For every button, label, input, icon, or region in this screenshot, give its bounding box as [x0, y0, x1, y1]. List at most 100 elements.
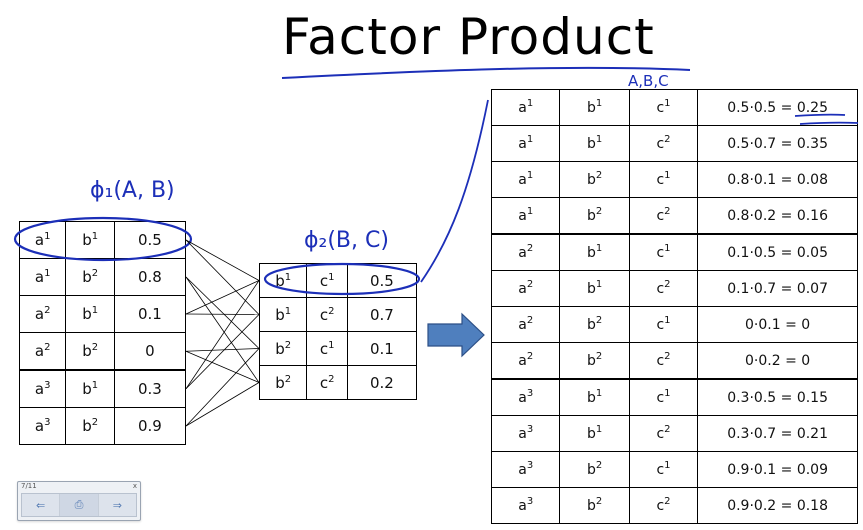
b-value: b1 — [559, 415, 630, 452]
a-value: a2 — [490, 233, 561, 271]
c-value-var: c — [656, 171, 665, 188]
phi1-value: 0.5 — [113, 221, 187, 259]
c-value-var: c — [656, 461, 665, 478]
b-value: b1 — [559, 233, 630, 271]
a-value: a2 — [490, 342, 561, 380]
slide-counter: 7/11 — [21, 482, 37, 490]
phi1-value: 0.3 — [113, 369, 187, 408]
b-value-var: b — [586, 171, 596, 188]
c-value-var: c — [656, 389, 665, 406]
a-value: a2 — [490, 306, 561, 343]
a-value-var: a — [518, 171, 527, 188]
product-value: 0.8·0.1 = 0.08 — [697, 161, 858, 198]
b-value-index: 1 — [595, 97, 603, 109]
c-value-var: c — [319, 305, 329, 324]
a-value: a1 — [490, 161, 561, 198]
product-value: 0.9·0.1 = 0.09 — [697, 451, 858, 488]
a-value-index: 3 — [44, 417, 51, 428]
b-value: b1 — [559, 378, 630, 416]
c-value-var: c — [656, 497, 665, 514]
product-value: 0.5·0.5 = 0.25 — [697, 89, 858, 126]
a-value-index: 1 — [44, 231, 51, 242]
a-value-var: a — [518, 425, 527, 442]
b-value-index: 1 — [595, 387, 603, 399]
b-value: b1 — [65, 221, 115, 259]
product-value: 0.3·0.5 = 0.15 — [697, 378, 858, 416]
c-value-index: 2 — [664, 133, 671, 145]
product-value: 0·0.1 = 0 — [697, 306, 858, 343]
b-value-index: 1 — [595, 423, 603, 435]
c-value: c2 — [628, 342, 699, 380]
c-value-index: 1 — [328, 271, 335, 283]
b-value-index: 1 — [284, 271, 292, 283]
b-value: b2 — [559, 487, 630, 524]
a-value-var: a — [34, 231, 45, 249]
phi2-value: 0.1 — [346, 331, 418, 366]
b-value-index: 2 — [91, 342, 99, 353]
a-value: a3 — [18, 407, 67, 445]
a-value-index: 2 — [526, 314, 534, 326]
c-value-var: c — [656, 244, 665, 261]
a-value-index: 2 — [526, 278, 534, 290]
phi2-value: 0.7 — [346, 297, 418, 332]
forward-arrow-icon[interactable]: ⇒ — [112, 498, 122, 512]
b-value-var: b — [586, 280, 596, 297]
b-value: b1 — [559, 89, 630, 126]
back-arrow-icon[interactable]: ⇐ — [22, 494, 61, 516]
c-value-var: c — [656, 425, 665, 442]
b-value-index: 1 — [595, 133, 603, 145]
link-to-product — [420, 99, 489, 283]
a-value-index: 3 — [526, 387, 534, 399]
b-value: b1 — [559, 270, 630, 307]
a-value-index: 1 — [526, 133, 534, 145]
b-value-index: 1 — [91, 231, 99, 242]
b-value-index: 1 — [595, 278, 603, 290]
a-value-var: a — [518, 389, 527, 406]
c-value: c1 — [628, 451, 699, 488]
c-value: c1 — [628, 378, 699, 416]
c-value-index: 2 — [664, 205, 671, 217]
c-value-index: 2 — [664, 278, 671, 290]
b-value-var: b — [82, 380, 92, 398]
b-value-var: b — [82, 417, 92, 435]
b-value-index: 1 — [91, 380, 99, 391]
b-value: b1 — [65, 295, 115, 333]
join-line — [185, 239, 260, 315]
b-value-var: b — [586, 497, 596, 514]
b-value-var: b — [275, 305, 285, 324]
product-value: 0.1·0.5 = 0.05 — [697, 233, 858, 271]
product-value: 0.1·0.7 = 0.07 — [697, 270, 858, 307]
c-value-index: 1 — [664, 242, 671, 254]
b-value: b2 — [65, 332, 115, 371]
b-value-var: b — [82, 305, 92, 323]
b-value-index: 2 — [595, 495, 603, 507]
a-value-index: 3 — [44, 380, 51, 391]
a-value: a3 — [490, 451, 561, 488]
a-value-var: a — [518, 280, 527, 297]
b-value: b2 — [65, 407, 115, 445]
close-icon[interactable]: x — [132, 482, 137, 490]
b-value-var: b — [586, 207, 596, 224]
a-value-index: 1 — [526, 97, 534, 109]
c-value-var: c — [656, 99, 665, 116]
product-value: 0.8·0.2 = 0.16 — [697, 197, 858, 235]
a-value-var: a — [34, 305, 45, 323]
phi1-annotation: ϕ₁(A, B) — [90, 178, 175, 203]
phi1-value: 0.8 — [113, 258, 187, 296]
b-value: b2 — [559, 161, 630, 198]
join-line — [185, 276, 260, 383]
pen-tool-icon[interactable]: ⎙ — [60, 494, 99, 516]
right-arrow-icon — [427, 312, 485, 358]
a-value-var: a — [34, 417, 45, 435]
